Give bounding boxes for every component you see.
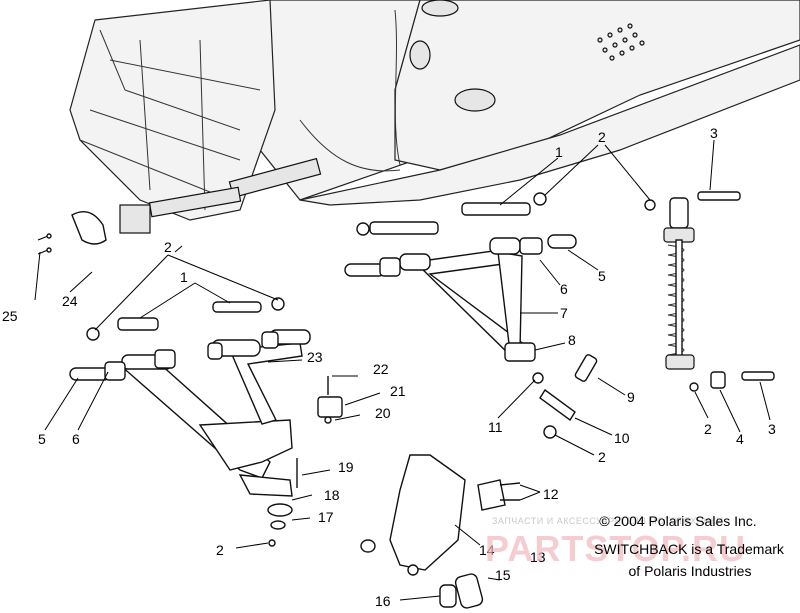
callout-1: 1 — [555, 144, 563, 160]
spindle-parts-17-22 — [267, 376, 343, 547]
callout-4: 4 — [736, 431, 744, 447]
callout-7: 7 — [560, 305, 568, 321]
rivets-part-25 — [37, 233, 52, 255]
callout-10: 10 — [614, 430, 630, 446]
callout-14: 14 — [479, 542, 495, 558]
callout-19: 19 — [338, 459, 354, 475]
callout-13: 13 — [530, 549, 546, 565]
callout-9: 9 — [627, 389, 635, 405]
callout-5: 5 — [38, 431, 46, 447]
frame-vent-holes — [597, 23, 645, 61]
callout-3: 3 — [710, 125, 718, 141]
bushings-right — [344, 234, 577, 277]
callout-24: 24 — [62, 293, 78, 309]
callout-3: 3 — [768, 421, 776, 437]
callout-22: 22 — [373, 361, 389, 377]
callout-20: 20 — [375, 405, 391, 421]
callout-numbers: 1 1 2 2 2 2 2 3 3 4 5 5 6 6 7 8 9 10 11 … — [2, 125, 776, 609]
callout-2: 2 — [704, 421, 712, 437]
callout-2: 2 — [598, 449, 606, 465]
callout-8: 8 — [568, 332, 576, 348]
callout-17: 17 — [318, 509, 334, 525]
chassis-frame — [69, 0, 800, 234]
callout-5: 5 — [598, 268, 606, 284]
callout-18: 18 — [324, 487, 340, 503]
callout-16: 16 — [375, 593, 391, 609]
watermark-subtext: ЗАПЧАСТИ И АКСЕССУАРЫ ДЛЯ МОТОТЕХНИКИ — [492, 516, 724, 526]
callout-23: 23 — [307, 349, 323, 365]
callout-6: 6 — [72, 431, 80, 447]
callout-11: 11 — [488, 419, 503, 435]
spindle-part-14 — [360, 454, 466, 576]
brackets-part-12 — [477, 479, 521, 511]
callout-25: 25 — [2, 308, 18, 324]
callout-12: 12 — [543, 486, 559, 502]
callout-2: 2 — [598, 129, 606, 145]
bracket-part-24 — [71, 211, 107, 245]
lower-a-arm-left — [118, 354, 293, 497]
bolts-left-part-1 — [86, 297, 285, 341]
bolts-right-part-1 — [356, 192, 656, 236]
a-arm-right-part-7 — [399, 237, 526, 362]
upper-a-arm-left-part-23 — [211, 339, 303, 425]
bushings-left — [69, 329, 311, 381]
callout-2: 2 — [164, 239, 172, 255]
bushings-parts-15-16 — [439, 573, 484, 609]
shock-absorber-part-4 — [663, 191, 775, 392]
copyright-line-1: © 2004 Polaris Sales Inc. — [599, 513, 757, 529]
callout-15: 15 — [495, 567, 511, 583]
copyright-line-2: SWITCHBACK is a Trademark — [594, 541, 784, 557]
copyright-line-3: of Polaris Industries — [628, 563, 752, 579]
callout-21: 21 — [390, 383, 406, 399]
leader-lines — [34, 139, 771, 601]
callout-1: 1 — [180, 269, 188, 285]
callout-2: 2 — [216, 542, 224, 558]
watermark-logo: PARTSTOP.RU — [485, 528, 747, 569]
balljoint-parts-8-11 — [504, 342, 598, 439]
callout-6: 6 — [560, 281, 568, 297]
